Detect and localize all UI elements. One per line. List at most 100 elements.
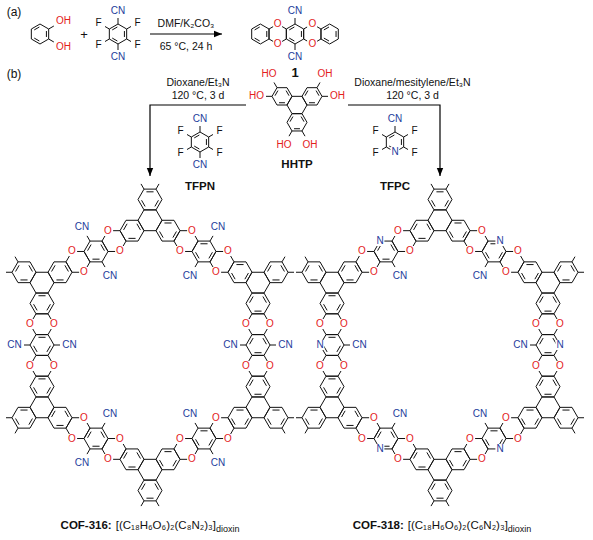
bond-line [174, 459, 180, 469]
atom-label: OH [330, 91, 345, 101]
atom-label: O [555, 319, 565, 329]
bond-line [15, 428, 18, 433]
bond-line [109, 29, 110, 39]
bond-line [268, 265, 272, 271]
bond-line [209, 147, 213, 150]
bond-line [518, 418, 524, 428]
bond-line [210, 439, 216, 449]
atom-label: O [307, 39, 317, 49]
bond-line [326, 355, 338, 356]
bond-line [302, 418, 308, 428]
atom-label: CN [211, 458, 225, 468]
bond-line [572, 257, 575, 262]
bond-line [572, 407, 578, 417]
bond-line [554, 283, 560, 293]
bond-line [554, 262, 560, 272]
bond-line [174, 231, 180, 241]
bond-line [544, 352, 551, 353]
bond-line [428, 449, 434, 459]
atom-label: CN [75, 458, 89, 468]
bond-line [445, 200, 449, 206]
bond-line [84, 439, 90, 449]
bond-line [338, 335, 344, 345]
atom-label: N [390, 147, 399, 157]
bond-line [560, 407, 572, 408]
atom-label: CN [75, 222, 89, 232]
bond-line [255, 38, 260, 41]
bond-line [540, 297, 544, 303]
bond-line [66, 262, 72, 272]
bond-line [48, 397, 54, 407]
bond-line [266, 96, 272, 97]
bond-line [192, 241, 198, 251]
bond-line [428, 189, 434, 199]
bond-line [562, 279, 569, 280]
bond-line [198, 261, 210, 262]
bond-line [194, 146, 199, 149]
bond-line [428, 459, 434, 469]
bond-line [31, 29, 32, 39]
bond-line [287, 88, 292, 97]
bond-line [127, 39, 131, 42]
bond-line [463, 231, 467, 237]
bond-line [428, 210, 434, 220]
bond-line [554, 397, 560, 407]
bond-line [418, 238, 425, 239]
bond-line [36, 272, 48, 273]
bond-line [34, 346, 38, 352]
bond-line [482, 241, 488, 251]
bond-line [246, 407, 252, 417]
bond-line [302, 262, 308, 272]
bond-line [482, 439, 488, 449]
bond-line [301, 117, 304, 122]
atom-label: CN [111, 6, 125, 16]
bond-line [338, 262, 344, 272]
bond-line [434, 480, 446, 481]
bond-line [500, 428, 506, 438]
bond-line [102, 439, 108, 449]
bond-line [392, 262, 395, 267]
bond-line [436, 498, 443, 499]
bond-line [328, 295, 335, 296]
atom-label: O [357, 434, 367, 444]
bond-line [29, 419, 33, 425]
bond-line [144, 230, 156, 231]
bond-line [330, 39, 339, 44]
bond-line [446, 501, 449, 506]
bond-line [228, 418, 234, 428]
bond-line [338, 29, 339, 39]
bond-line [264, 407, 270, 417]
bond-line [277, 105, 287, 106]
bond-line [326, 396, 338, 397]
bond-line [263, 380, 267, 386]
bond-line [434, 459, 446, 460]
atom-label: CN [103, 409, 117, 419]
bond-line [156, 470, 162, 480]
bond-line [500, 251, 506, 261]
bond-line [272, 410, 279, 411]
bond-line [264, 303, 270, 313]
bond-line [31, 24, 40, 29]
atom-label: O [67, 246, 77, 256]
bond-line [48, 262, 54, 272]
atom-label: O [25, 319, 35, 329]
bond-line [518, 262, 524, 272]
bond-line [142, 200, 146, 206]
bond-line [287, 114, 292, 123]
bond-line [288, 417, 294, 418]
bond-line [232, 419, 236, 425]
bond-line [321, 39, 330, 44]
bond-line [234, 428, 246, 429]
bond-line [355, 411, 359, 417]
bond-line [48, 335, 54, 345]
atom-label: OH [318, 69, 333, 79]
bond-line [294, 128, 300, 129]
bond-line [486, 252, 490, 258]
reaction-arrow [150, 105, 246, 176]
bond-line [101, 432, 105, 438]
bond-line [48, 418, 54, 428]
bond-line [187, 147, 191, 150]
bond-line [30, 418, 36, 428]
bond-line [326, 293, 338, 294]
bond-line [452, 469, 464, 470]
